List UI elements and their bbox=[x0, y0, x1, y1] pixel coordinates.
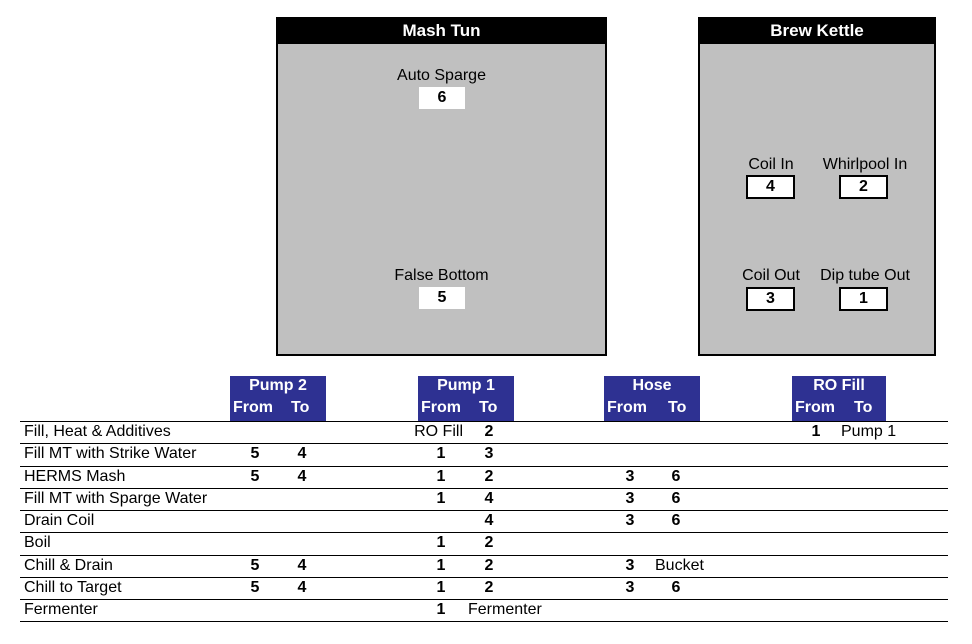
step-name: Fill, Heat & Additives bbox=[24, 423, 171, 440]
step-p2-to-cell: 4 bbox=[297, 556, 307, 574]
step-p2-to-cell: 4 bbox=[297, 467, 307, 485]
false-bottom-label: False Bottom bbox=[394, 267, 489, 284]
pump2-name: Pump 2 bbox=[249, 377, 307, 394]
hose-header: Hose From To bbox=[604, 376, 700, 421]
step-p2-to-cell: 4 bbox=[297, 578, 307, 596]
mash-tun-vessel: Mash Tun Auto Sparge 6 False Bottom 5 bbox=[276, 17, 607, 356]
step-hose-to-cell: 6 bbox=[671, 467, 681, 485]
step-name: Drain Coil bbox=[24, 512, 95, 529]
step-p1-to-cell: 4 bbox=[484, 512, 494, 529]
row-divider bbox=[20, 577, 948, 578]
step-hose-from-cell: 3 bbox=[625, 512, 635, 529]
brew-kettle-vessel: Brew Kettle Coil In 4 Whirlpool In 2 Coi… bbox=[698, 17, 936, 356]
row-divider bbox=[20, 532, 948, 533]
step-p1-from-cell: 1 bbox=[436, 489, 446, 507]
row-divider bbox=[20, 488, 948, 489]
row-divider bbox=[20, 621, 948, 622]
step-p1-from-cell: 1 bbox=[436, 445, 446, 463]
hose-from-header: From bbox=[607, 399, 647, 416]
pump2-from-header: From bbox=[233, 399, 273, 416]
step-name: Chill & Drain bbox=[24, 556, 113, 574]
step-p2-from-cell: 5 bbox=[250, 467, 260, 485]
ro-fill-header: RO Fill From To bbox=[792, 376, 886, 421]
step-p1-from-cell: 1 bbox=[436, 578, 446, 596]
row-divider bbox=[20, 555, 948, 556]
step-name: Fill MT with Sparge Water bbox=[24, 489, 208, 507]
brew-kettle-title: Brew Kettle bbox=[700, 19, 934, 44]
coil-in-port: 4 bbox=[746, 175, 795, 199]
coil-out-label: Coil Out bbox=[742, 267, 800, 284]
coil-in-label: Coil In bbox=[748, 156, 794, 173]
step-p1-to-cell: 4 bbox=[484, 489, 494, 507]
step-p1-to-cell: 3 bbox=[484, 445, 494, 463]
step-name: Boil bbox=[24, 534, 51, 552]
step-hose-to-cell: 6 bbox=[671, 512, 681, 529]
step-hose-from-cell: 3 bbox=[625, 578, 635, 596]
ro-fill-from-header: From bbox=[795, 399, 835, 416]
step-p1-to-cell: 2 bbox=[484, 467, 494, 485]
step-p1-from-cell: 1 bbox=[436, 534, 446, 552]
step-name: Chill to Target bbox=[24, 578, 122, 596]
step-p1-from-cell: 1 bbox=[436, 467, 446, 485]
dip-tube-out-label: Dip tube Out bbox=[820, 267, 910, 284]
auto-sparge-label: Auto Sparge bbox=[397, 67, 486, 84]
step-p2-from-cell: 5 bbox=[250, 445, 260, 463]
pump1-from-header: From bbox=[421, 399, 461, 416]
step-name: HERMS Mash bbox=[24, 467, 126, 485]
step-p1-from-cell: 1 bbox=[436, 556, 446, 574]
step-p2-from-cell: 5 bbox=[250, 556, 260, 574]
hose-name: Hose bbox=[632, 377, 672, 394]
pump1-to-header: To bbox=[479, 399, 498, 416]
auto-sparge-port: 6 bbox=[419, 87, 465, 109]
step-p1-from-cell: 1 bbox=[436, 601, 446, 618]
step-name: Fermenter bbox=[24, 601, 98, 618]
dip-tube-out-port: 1 bbox=[839, 287, 888, 311]
step-p1-to-cell: 2 bbox=[484, 423, 494, 440]
ro-fill-name: RO Fill bbox=[813, 377, 865, 394]
step-p1-to-cell: 2 bbox=[484, 534, 494, 552]
row-divider bbox=[20, 443, 948, 444]
step-hose-from-cell: 3 bbox=[625, 556, 635, 574]
mash-tun-title: Mash Tun bbox=[278, 19, 605, 44]
step-hose-to-cell: 6 bbox=[671, 578, 681, 596]
step-p1-to-cell: Fermenter bbox=[468, 601, 542, 618]
row-divider bbox=[20, 466, 948, 467]
pump2-header: Pump 2 From To bbox=[230, 376, 326, 421]
step-name: Fill MT with Strike Water bbox=[24, 445, 197, 463]
false-bottom-port: 5 bbox=[419, 287, 465, 309]
step-ro-to-cell: Pump 1 bbox=[841, 423, 897, 440]
step-p2-from-cell: 5 bbox=[250, 578, 260, 596]
table-top-rule bbox=[20, 421, 948, 422]
step-hose-from-cell: 3 bbox=[625, 489, 635, 507]
step-hose-to-cell: 6 bbox=[671, 489, 681, 507]
pump1-name: Pump 1 bbox=[437, 377, 495, 394]
whirlpool-in-label: Whirlpool In bbox=[822, 156, 908, 173]
pump2-to-header: To bbox=[291, 399, 310, 416]
coil-out-port: 3 bbox=[746, 287, 795, 311]
step-p1-to-cell: 2 bbox=[484, 578, 494, 596]
step-p2-to-cell: 4 bbox=[297, 445, 307, 463]
step-hose-to-cell: Bucket bbox=[655, 556, 704, 574]
ro-fill-to-header: To bbox=[854, 399, 873, 416]
pump1-header: Pump 1 From To bbox=[418, 376, 514, 421]
step-ro-from-cell: 1 bbox=[811, 423, 821, 440]
row-divider bbox=[20, 510, 948, 511]
step-p1-to-cell: 2 bbox=[484, 556, 494, 574]
step-p1-from-cell: RO Fill bbox=[414, 423, 463, 440]
row-divider bbox=[20, 599, 948, 600]
whirlpool-in-port: 2 bbox=[839, 175, 888, 199]
step-hose-from-cell: 3 bbox=[625, 467, 635, 485]
hose-to-header: To bbox=[668, 399, 687, 416]
